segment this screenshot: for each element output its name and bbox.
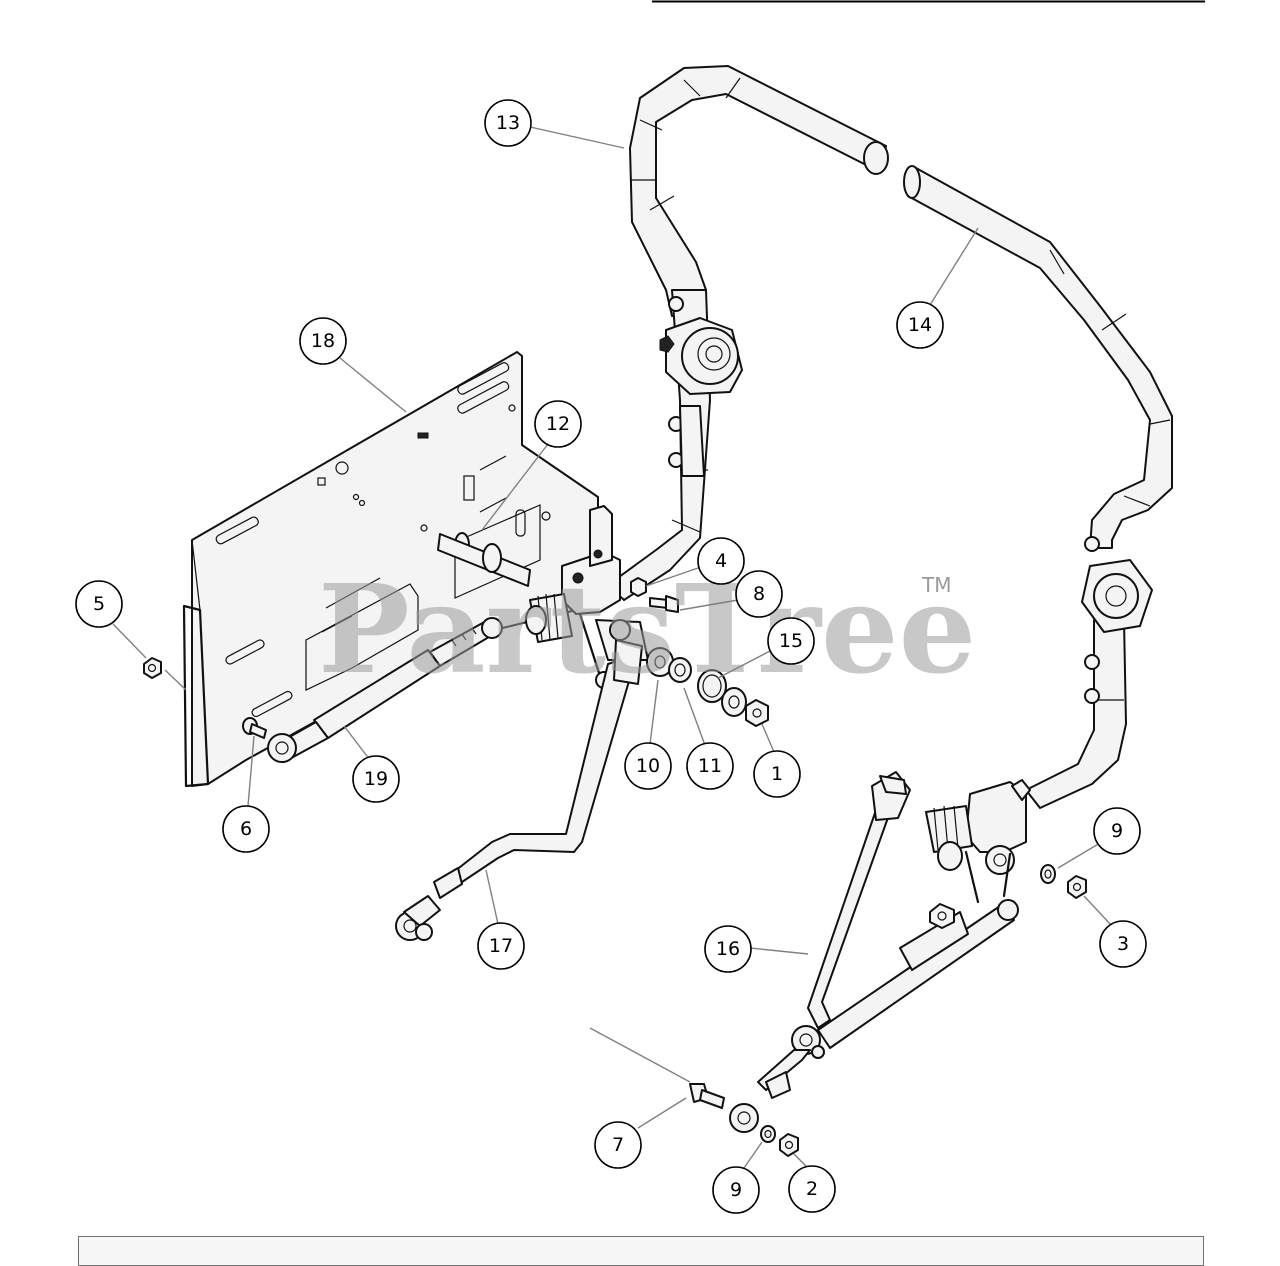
- callout-7: 7: [594, 1121, 642, 1169]
- right-control-rod: [729, 771, 1019, 1133]
- svg-text:9: 9: [730, 1179, 742, 1201]
- callout-9-upper: 9: [1093, 807, 1141, 855]
- svg-text:3: 3: [1117, 933, 1129, 955]
- svg-text:5: 5: [93, 593, 105, 615]
- watermark-text: PartsTree: [318, 557, 976, 701]
- svg-text:16: 16: [716, 938, 740, 960]
- callout-9-lower: 9: [712, 1166, 760, 1214]
- svg-text:4: 4: [715, 550, 727, 572]
- left-control-rod: [395, 639, 643, 941]
- svg-text:2: 2: [806, 1178, 818, 1200]
- callout-2: 2: [788, 1165, 836, 1213]
- svg-text:13: 13: [496, 112, 520, 134]
- svg-text:6: 6: [240, 818, 252, 840]
- bolt-6: [242, 717, 267, 739]
- svg-text:8: 8: [753, 583, 765, 605]
- svg-text:9: 9: [1111, 820, 1123, 842]
- callout-4: 4: [697, 537, 745, 585]
- callout-12: 12: [534, 400, 582, 448]
- right-control-block: [925, 779, 1031, 904]
- svg-text:1: 1: [771, 763, 783, 785]
- callout-19: 19: [352, 755, 400, 803]
- callout-16: 16: [704, 925, 752, 973]
- svg-text:15: 15: [779, 630, 803, 652]
- nut-4: [630, 577, 647, 597]
- callout-11: 11: [686, 742, 734, 790]
- callout-6: 6: [222, 805, 270, 853]
- svg-text:7: 7: [612, 1134, 624, 1156]
- svg-text:11: 11: [698, 755, 722, 777]
- loose-nut: [929, 903, 955, 929]
- callout-15: 15: [767, 617, 815, 665]
- mounting-plate: [182, 351, 607, 788]
- washer-9-lower: [760, 1125, 776, 1143]
- footer-frame: [78, 1236, 1204, 1266]
- pivot-shaft: [437, 532, 531, 587]
- svg-text:19: 19: [364, 768, 388, 790]
- callout-8: 8: [735, 570, 783, 618]
- callout-5: 5: [75, 580, 123, 628]
- lock-nut-1: [745, 699, 769, 727]
- svg-text:14: 14: [908, 314, 932, 336]
- nut-5: [143, 657, 162, 679]
- shoulder-bolt-7: [689, 1083, 725, 1109]
- callout-10: 10: [624, 742, 672, 790]
- damper: [267, 617, 503, 763]
- washer-9-upper: [1040, 864, 1056, 884]
- svg-text:17: 17: [489, 935, 513, 957]
- nut-2: [779, 1133, 799, 1157]
- nut-3: [1067, 875, 1087, 899]
- callout-18: 18: [299, 317, 347, 365]
- callout-3: 3: [1099, 920, 1147, 968]
- callout-13: 13: [484, 99, 532, 147]
- axis-line: [589, 1027, 691, 1083]
- callout-17: 17: [477, 922, 525, 970]
- bushing-11: [668, 657, 692, 683]
- callout-14: 14: [896, 301, 944, 349]
- leader-lines: [112, 126, 1113, 1169]
- callout-1: 1: [753, 750, 801, 798]
- watermark-trademark: TM: [921, 573, 951, 597]
- right-lap-bar: [903, 165, 1173, 809]
- left-lap-bar: [607, 65, 889, 601]
- svg-text:18: 18: [311, 330, 335, 352]
- svg-text:10: 10: [636, 755, 660, 777]
- svg-text:12: 12: [546, 413, 570, 435]
- bolt-8: [649, 595, 679, 613]
